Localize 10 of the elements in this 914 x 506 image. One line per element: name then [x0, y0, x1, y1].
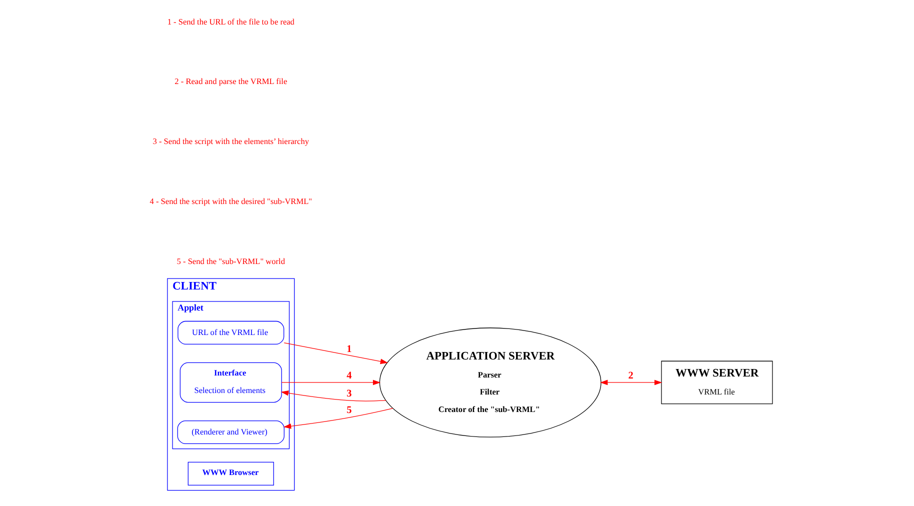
edge-label: 5: [346, 404, 352, 416]
edge-label: 4: [346, 370, 352, 382]
arrow: [282, 408, 393, 429]
arrow: [280, 380, 380, 386]
edge-label: 3: [346, 388, 352, 400]
edge-label: 2: [628, 370, 633, 382]
edge-label: 1: [346, 344, 352, 355]
arrow: [600, 380, 662, 386]
arrow: [283, 342, 388, 364]
arrow: [280, 390, 386, 402]
